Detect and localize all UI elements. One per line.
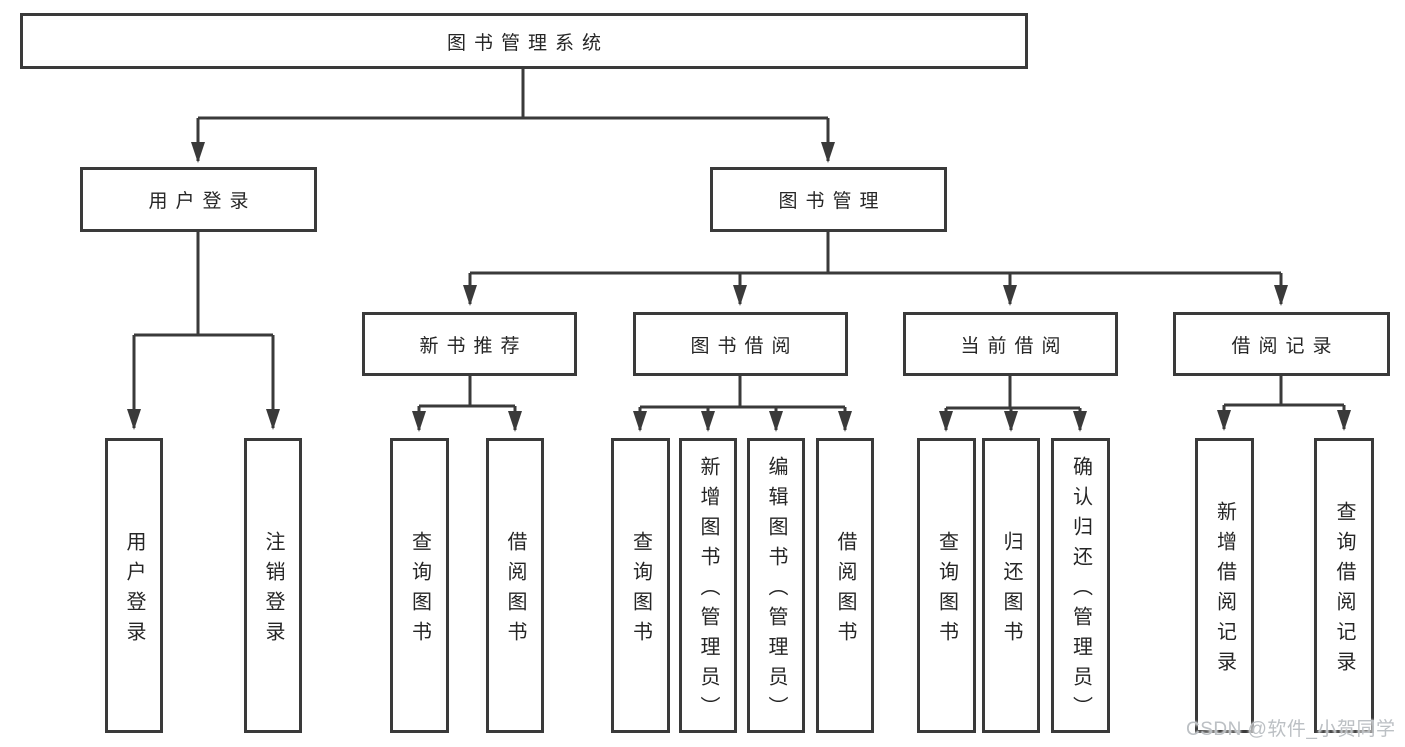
- node-borrowing-records: 借阅记录: [1173, 312, 1390, 376]
- leaf-add-borrow-record: 新增借阅记录: [1195, 438, 1254, 733]
- node-new-book-recommend: 新书推荐: [362, 312, 577, 376]
- node-borrowing-records-label: 借阅记录: [1231, 335, 1340, 357]
- node-current-borrowing-label: 当前借阅: [960, 335, 1069, 357]
- watermark: CSDN @软件_小贺同学: [1186, 719, 1396, 740]
- node-new-book-recommend-label: 新书推荐: [419, 335, 528, 357]
- leaf-add-books-admin-label: 新增图书（管理员）: [697, 455, 719, 726]
- leaf-query-books-recommend-label: 查询图书: [408, 530, 431, 651]
- leaf-logout-label: 注销登录: [262, 530, 284, 651]
- node-book-borrowing: 图书借阅: [633, 312, 848, 376]
- node-book-management: 图书管理: [710, 167, 947, 232]
- leaf-borrow-books-recommend: 借阅图书: [486, 438, 544, 733]
- leaf-query-borrow-record-label: 查询借阅记录: [1333, 500, 1355, 681]
- node-user-login-label: 用户登录: [148, 191, 257, 212]
- leaf-return-books: 归还图书: [982, 438, 1040, 733]
- leaf-borrow-books-borrowing-label: 借阅图书: [834, 530, 856, 651]
- leaf-add-books-admin: 新增图书（管理员）: [679, 438, 737, 733]
- leaf-user-login-label: 用户登录: [123, 530, 145, 651]
- leaf-query-books-current-label: 查询图书: [935, 530, 958, 651]
- leaf-query-borrow-record: 查询借阅记录: [1314, 438, 1374, 733]
- leaf-return-books-label: 归还图书: [1000, 530, 1022, 651]
- leaf-add-borrow-record-label: 新增借阅记录: [1213, 500, 1236, 681]
- leaf-query-books-recommend: 查询图书: [390, 438, 449, 733]
- node-root-label: 图书管理系统: [446, 32, 609, 54]
- node-user-login: 用户登录: [80, 167, 317, 232]
- leaf-confirm-return-admin-label: 确认归还（管理员）: [1069, 455, 1092, 726]
- leaf-borrow-books-borrowing: 借阅图书: [816, 438, 874, 733]
- leaf-borrow-books-recommend-label: 借阅图书: [504, 530, 526, 651]
- node-root: 图书管理系统: [20, 13, 1028, 69]
- node-book-management-label: 图书管理: [778, 191, 887, 212]
- leaf-query-books-current: 查询图书: [917, 438, 976, 733]
- leaf-query-books-borrowing-label: 查询图书: [629, 530, 652, 651]
- leaf-query-books-borrowing: 查询图书: [611, 438, 670, 733]
- leaf-edit-books-admin-label: 编辑图书（管理员）: [765, 455, 787, 726]
- leaf-confirm-return-admin: 确认归还（管理员）: [1051, 438, 1110, 733]
- leaf-user-login: 用户登录: [105, 438, 163, 733]
- node-book-borrowing-label: 图书借阅: [690, 335, 799, 357]
- leaf-logout: 注销登录: [244, 438, 302, 733]
- leaf-edit-books-admin: 编辑图书（管理员）: [747, 438, 805, 733]
- node-current-borrowing: 当前借阅: [903, 312, 1118, 376]
